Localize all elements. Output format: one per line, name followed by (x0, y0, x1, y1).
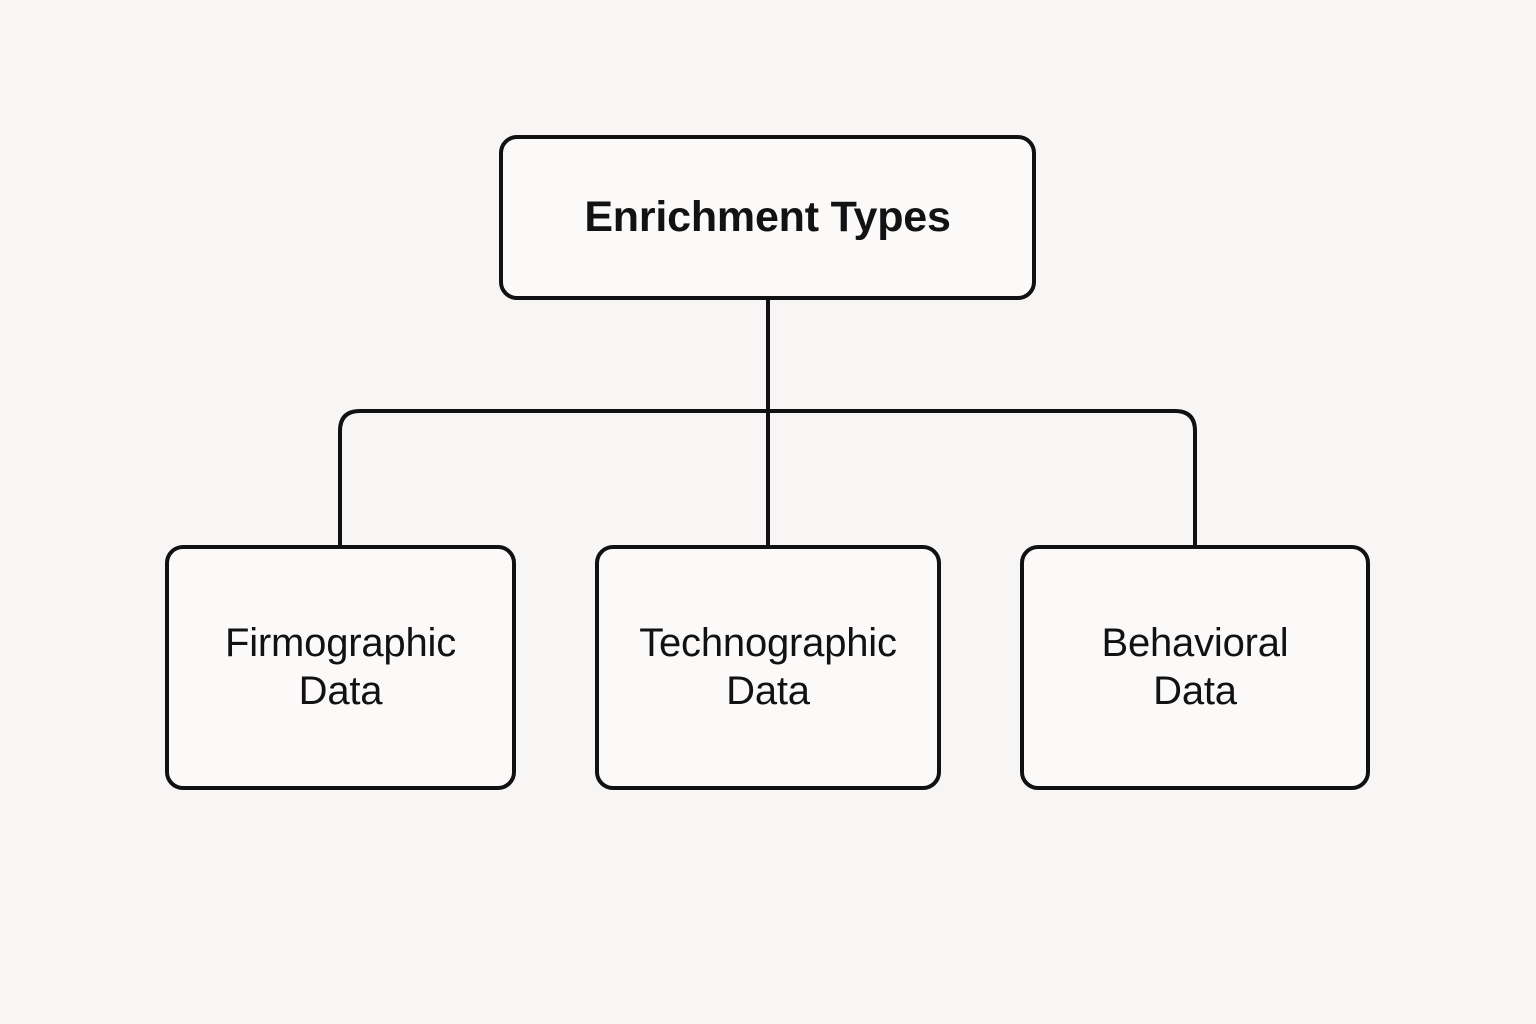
node-label-enrichment-types: Enrichment Types (584, 193, 951, 242)
node-technographic-data[interactable]: Technographic Data (595, 545, 941, 790)
connector-bus-left (338, 409, 768, 545)
connector-bus-right (768, 409, 1197, 545)
node-enrichment-types[interactable]: Enrichment Types (499, 135, 1036, 300)
node-label-behavioral-data: Behavioral Data (1101, 621, 1289, 713)
node-firmographic-data[interactable]: Firmographic Data (165, 545, 516, 790)
node-behavioral-data[interactable]: Behavioral Data (1020, 545, 1370, 790)
node-label-firmographic-data: Firmographic Data (225, 621, 456, 713)
node-label-technographic-data: Technographic Data (639, 621, 897, 713)
